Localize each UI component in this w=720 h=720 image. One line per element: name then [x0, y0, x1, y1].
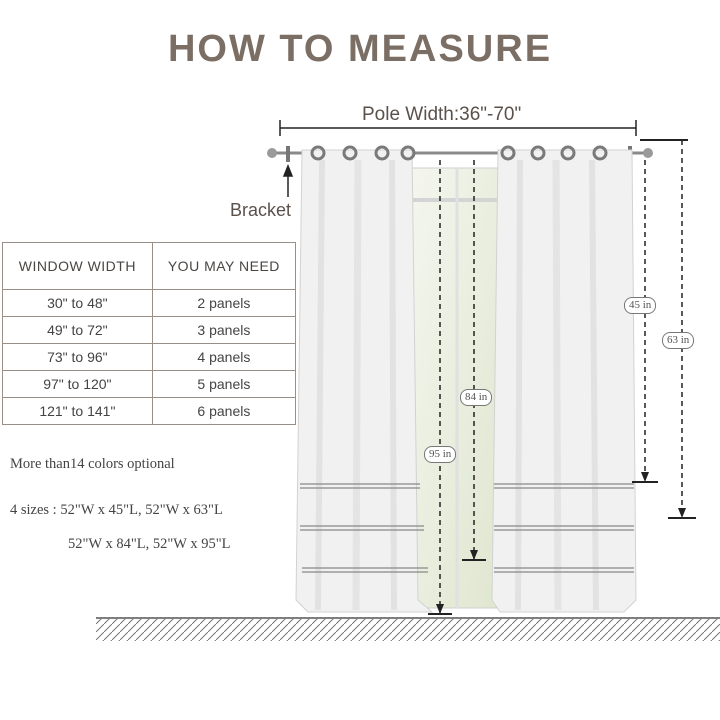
pole-width-label: Pole Width:36"-70" [362, 104, 522, 125]
table-cell-panels: 2 panels [151, 289, 297, 317]
bracket-label: Bracket [230, 200, 292, 220]
length-tag-84: 84 in [460, 389, 493, 406]
table-cell-panels: 5 panels [151, 370, 297, 398]
table-cell-width: 73" to 96" [2, 343, 153, 371]
length-tag-63: 63 in [662, 332, 695, 349]
left-curtain-panel [295, 145, 434, 613]
table-row: 30" to 48" 2 panels [2, 289, 297, 317]
table-header-you-may-need: YOU MAY NEED [151, 242, 297, 290]
length-tag-45: 45 in [624, 297, 657, 314]
table-cell-panels: 3 panels [151, 316, 297, 344]
table-cell-panels: 6 panels [151, 397, 297, 425]
pole-width-dimension [279, 120, 637, 136]
colors-note: More than14 colors optional [10, 456, 175, 472]
sizes-line-2: 52"W x 84"L, 52"W x 95"L [68, 536, 231, 552]
table-cell-width: 30" to 48" [2, 289, 153, 317]
table-row: 49" to 72" 3 panels [2, 316, 297, 344]
table-cell-width: 97" to 120" [2, 370, 153, 398]
table-cell-width: 49" to 72" [2, 316, 153, 344]
floor [96, 617, 720, 641]
table-row: 97" to 120" 5 panels [2, 370, 297, 398]
table-row: 121" to 141" 6 panels [2, 397, 297, 425]
panels-table: WINDOW WIDTH YOU MAY NEED 30" to 48" 2 p… [2, 242, 297, 425]
table-header-row: WINDOW WIDTH YOU MAY NEED [2, 242, 297, 290]
page-title: HOW TO MEASURE [167, 28, 553, 70]
table-header-window-width: WINDOW WIDTH [2, 242, 153, 290]
right-curtain-panel [491, 145, 637, 613]
bracket-arrow [282, 163, 294, 197]
table-cell-panels: 4 panels [151, 343, 297, 371]
length-tag-95: 95 in [424, 446, 457, 463]
table-cell-width: 121" to 141" [2, 397, 153, 425]
table-row: 73" to 96" 4 panels [2, 343, 297, 371]
sizes-line-1: 4 sizes : 52"W x 45"L, 52"W x 63"L [10, 502, 223, 518]
